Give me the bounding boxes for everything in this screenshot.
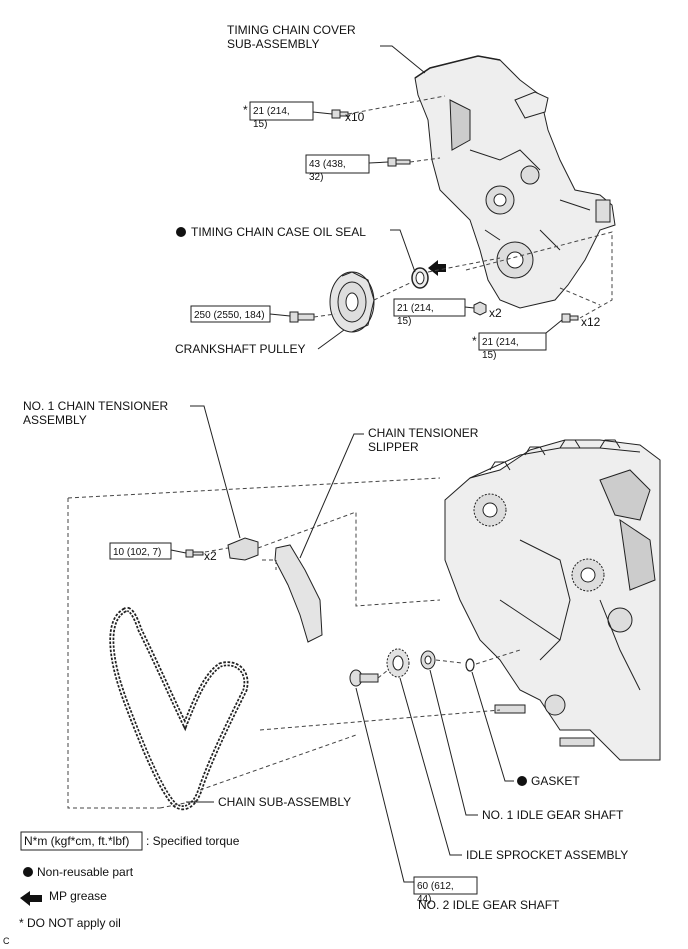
non-reusable-icon: [176, 227, 186, 237]
leader-oil-seal: [390, 229, 416, 273]
leader-cover: [380, 45, 426, 74]
torque-43-line2: 32): [309, 172, 323, 183]
label-idle-sprocket: IDLE SPROCKET ASSEMBLY: [466, 848, 628, 862]
non-reusable-icon: [517, 776, 527, 786]
label-timing-chain-cover-line1: TIMING CHAIN COVER: [227, 23, 356, 37]
label-chain: CHAIN SUB-ASSEMBLY: [218, 795, 351, 809]
align-line-upper-3: [313, 257, 501, 318]
label-gasket: GASKET: [531, 774, 580, 788]
leader-bolt-x12: [545, 319, 563, 334]
leader-slipper: [299, 433, 364, 559]
torque-tensioner: 10 (102, 7): [113, 547, 161, 558]
chain-sub-assembly: [109, 606, 249, 811]
torque-idle-gear-line2: 44): [417, 894, 431, 905]
torque-box-43: [305, 154, 370, 174]
crankshaft-pulley: [329, 271, 375, 333]
align-line-lower-2: [67, 498, 160, 809]
chain-tensioner-slipper: [274, 544, 323, 643]
torque-43-line1: 43 (438,: [309, 159, 346, 170]
idle-sprocket-assembly: [386, 648, 410, 678]
pulley-bolt: [289, 311, 315, 323]
torque-x12-line2: 15): [482, 350, 496, 361]
no-oil-asterisk: *: [472, 334, 477, 348]
align-line-upper-4: [465, 231, 613, 319]
legend-torque-box-text: N*m (kgf*cm, ft.*lbf): [24, 834, 129, 848]
label-slipper-line1: CHAIN TENSIONER: [368, 426, 479, 440]
no-oil-asterisk: *: [243, 103, 248, 117]
leader-bolt-43: [368, 161, 389, 164]
torque-box-idle-gear: [413, 876, 478, 895]
align-line-lower-7: [259, 709, 501, 731]
cover-bolt-43: [387, 157, 411, 167]
gasket: [465, 658, 475, 672]
leader-no1-shaft: [429, 669, 478, 816]
torque-x10-line2: 15): [253, 119, 267, 130]
torque-pulley: 250 (2550, 184): [194, 310, 265, 321]
leader-tensioner-bolt: [170, 549, 187, 554]
torque-box-nut: [393, 298, 466, 317]
leader-pulley-bolt: [269, 313, 291, 317]
no1-idle-gear-shaft: [420, 650, 436, 670]
qty-x10: x10: [345, 110, 365, 124]
torque-x10-line1: 21 (214,: [253, 106, 290, 117]
align-line-lower-5: [262, 559, 277, 570]
qty-nut: x2: [489, 306, 502, 320]
legend-non-reusable-icon: [23, 867, 33, 877]
engine-block: [444, 439, 661, 761]
align-line-lower-6: [159, 649, 521, 809]
label-timing-chain-cover-line2: SUB-ASSEMBLY: [227, 37, 319, 51]
torque-box-x10: [249, 101, 314, 121]
nut-x2: [473, 301, 487, 316]
align-line-upper-1: [347, 95, 446, 115]
oil-seal: [411, 267, 429, 289]
torque-box-pulley: [190, 305, 271, 323]
torque-box-tensioner: [109, 542, 172, 560]
align-line-upper-5: [559, 287, 601, 306]
torque-x12-line1: 21 (214,: [482, 337, 519, 348]
qty-x12: x12: [581, 315, 601, 329]
legend-mp-grease-text: MP grease: [49, 889, 107, 903]
align-line-lower-1: [67, 477, 441, 499]
leader-bolt-x10: [312, 111, 333, 115]
align-line-upper-2: [409, 157, 441, 163]
no2-idle-gear-shaft: [349, 669, 379, 687]
leader-pulley: [317, 329, 345, 350]
align-line-lower-4: [204, 547, 229, 553]
figure-code: C: [3, 936, 10, 946]
torque-nut-line2: 15): [397, 316, 411, 327]
legend-no-oil-text: * DO NOT apply oil: [19, 916, 121, 930]
no1-chain-tensioner: [227, 537, 259, 561]
legend-mp-grease-arrow-icon: [20, 891, 42, 906]
legend-torque-box: [20, 831, 143, 851]
qty-tensioner: x2: [204, 549, 217, 563]
label-tensioner-line1: NO. 1 CHAIN TENSIONER: [23, 399, 168, 413]
mp-grease-arrow-icon: [428, 260, 446, 276]
bolt-x12: [561, 313, 579, 323]
leader-gasket: [471, 671, 514, 782]
legend-torque-text: : Specified torque: [146, 834, 240, 848]
label-no2-idle-gear-shaft: NO. 2 IDLE GEAR SHAFT: [418, 898, 560, 912]
label-crankshaft-pulley: CRANKSHAFT PULLEY: [175, 342, 305, 356]
label-slipper-line2: SLIPPER: [368, 440, 419, 454]
leader-nut: [464, 306, 475, 309]
label-oil-seal: TIMING CHAIN CASE OIL SEAL: [191, 225, 366, 239]
align-line-lower-3: [257, 511, 441, 607]
leader-idle-sprocket: [399, 677, 462, 856]
label-no1-idle-gear-shaft: NO. 1 IDLE GEAR SHAFT: [482, 808, 624, 822]
legend-non-reusable-text: Non-reusable part: [37, 865, 134, 879]
tensioner-bolt-x2: [185, 549, 204, 558]
timing-chain-cover: [414, 55, 616, 309]
leader-no2-shaft: [355, 687, 414, 883]
torque-idle-gear-line1: 60 (612,: [417, 881, 454, 892]
label-tensioner-line2: ASSEMBLY: [23, 413, 87, 427]
torque-nut-line1: 21 (214,: [397, 303, 434, 314]
leader-tensioner: [190, 405, 241, 539]
torque-box-x12: [478, 332, 547, 351]
